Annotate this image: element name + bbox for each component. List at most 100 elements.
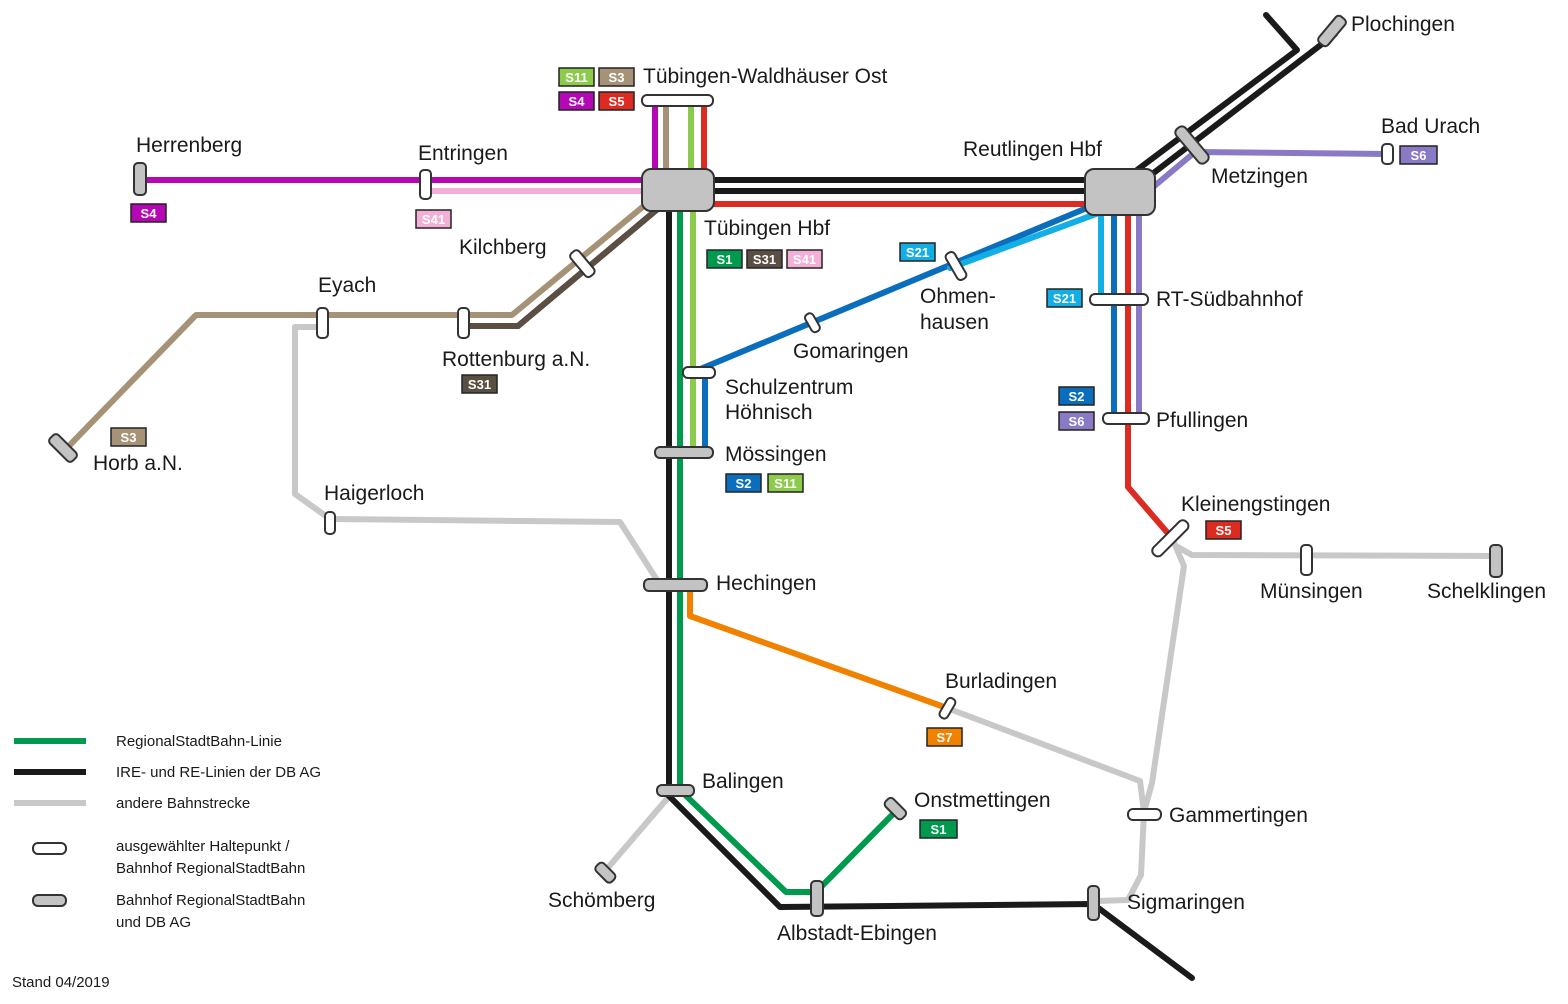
legend-label-station-1: Bahnhof RegionalStadtBahn xyxy=(116,892,305,909)
svg-text:S2: S2 xyxy=(736,476,752,491)
line-kleinengstingen-schelklingen xyxy=(1173,543,1499,559)
station-marker-muensingen[interactable] xyxy=(1300,544,1313,576)
svg-text:S1: S1 xyxy=(931,822,947,837)
badge-s5-waldhaeuser[interactable]: S5 xyxy=(598,91,635,111)
station-marker-sigmaringen[interactable] xyxy=(1087,885,1100,921)
svg-text:S1: S1 xyxy=(717,252,733,267)
svg-text:S4: S4 xyxy=(141,206,158,221)
line-reutlingen-plochingen-db-1 xyxy=(1134,12,1300,173)
station-marker-moessingen[interactable] xyxy=(654,446,714,459)
station-marker-gomaringen[interactable] xyxy=(803,312,822,334)
badge-s7-burladingen[interactable]: S7 xyxy=(926,727,963,747)
badge-s4-waldhaeuser[interactable]: S4 xyxy=(558,91,595,111)
label-onstmettingen: Onstmettingen xyxy=(914,789,1051,812)
line-s5-rt-kleinengstingen xyxy=(1125,207,1175,541)
station-marker-burladingen[interactable] xyxy=(938,696,957,720)
label-rottenburg: Rottenburg a.N. xyxy=(442,348,590,371)
label-reutlingen: Reutlingen Hbf xyxy=(963,138,1102,161)
station-marker-plochingen[interactable] xyxy=(1316,14,1347,48)
line-gammertingen-sigmaringen xyxy=(1094,809,1147,904)
label-schelklingen: Schelklingen xyxy=(1427,580,1546,603)
label-plochingen: Plochingen xyxy=(1351,13,1455,36)
legend-label-stop-2: Bahnhof RegionalStadtBahn xyxy=(116,860,305,877)
line-kleinengstingen-gammertingen xyxy=(1141,535,1187,815)
other-railway-lines xyxy=(292,324,1499,904)
svg-text:S5: S5 xyxy=(609,94,625,109)
label-kilchberg: Kilchberg xyxy=(459,236,547,259)
label-schulzentrum-2: Höhnisch xyxy=(725,401,813,424)
badge-s5-kleinengstingen[interactable]: S5 xyxy=(1205,520,1242,540)
station-marker-balingen[interactable] xyxy=(656,784,695,797)
badge-s3-horb[interactable]: S3 xyxy=(110,427,147,447)
station-marker-eyach[interactable] xyxy=(316,307,329,339)
station-marker-hechingen[interactable] xyxy=(643,578,708,592)
badge-s6-bad-urach[interactable]: S6 xyxy=(1399,145,1438,165)
badge-s6-pfullingen[interactable]: S6 xyxy=(1058,411,1095,431)
badge-s11-moessingen[interactable]: S11 xyxy=(767,473,804,493)
label-balingen: Balingen xyxy=(702,770,784,793)
station-marker-schelklingen[interactable] xyxy=(1489,544,1503,578)
station-marker-rt-suedbahnhof[interactable] xyxy=(1089,293,1149,306)
legend-swatch-stop xyxy=(32,842,67,855)
badge-s1-tuebingen[interactable]: S1 xyxy=(706,249,743,269)
svg-text:S2: S2 xyxy=(1069,389,1085,404)
label-entringen: Entringen xyxy=(418,142,508,165)
label-kleinengstingen: Kleinengstingen xyxy=(1181,493,1330,516)
station-marker-waldhaeuser[interactable] xyxy=(641,94,714,107)
svg-text:S6: S6 xyxy=(1411,148,1427,163)
legend-label-rsb: RegionalStadtBahn-Linie xyxy=(116,733,282,750)
station-labels: Herrenberg Entringen Tübingen-Waldhäuser… xyxy=(93,13,1546,945)
station-marker-albstadt[interactable] xyxy=(810,880,824,917)
badge-s21-rt-suedbahnhof[interactable]: S21 xyxy=(1046,288,1083,308)
station-marker-gammertingen[interactable] xyxy=(1127,808,1162,821)
badge-s21-ohmenhausen[interactable]: S21 xyxy=(899,242,936,262)
line-s7 xyxy=(687,587,950,711)
svg-text:S21: S21 xyxy=(1053,291,1076,306)
label-haigerloch: Haigerloch xyxy=(324,482,424,505)
label-ohmenhausen-1: Ohmen- xyxy=(920,285,996,308)
svg-text:S7: S7 xyxy=(937,730,953,745)
svg-text:S41: S41 xyxy=(793,252,816,267)
badge-s11-waldhaeuser[interactable]: S11 xyxy=(558,67,595,87)
legend-label-station-2: und DB AG xyxy=(116,914,191,931)
station-marker-tuebingen[interactable] xyxy=(641,168,715,212)
line-balingen-schoemberg xyxy=(603,790,675,873)
station-marker-horb[interactable] xyxy=(47,432,78,463)
label-waldhaeuser: Tübingen-Waldhäuser Ost xyxy=(643,65,888,88)
badge-s3-waldhaeuser[interactable]: S3 xyxy=(598,67,635,87)
legend-label-db: IRE- und RE-Linien der DB AG xyxy=(116,764,321,781)
badge-s1-onstmettingen[interactable]: S1 xyxy=(919,819,958,839)
station-marker-entringen[interactable] xyxy=(419,169,432,200)
station-marker-pfullingen[interactable] xyxy=(1102,412,1150,425)
station-marker-schulzentrum[interactable] xyxy=(682,366,716,379)
line-eyach-haigerloch-hechingen xyxy=(292,324,660,583)
station-marker-metzingen[interactable] xyxy=(1173,124,1210,165)
station-marker-haigerloch[interactable] xyxy=(324,511,336,535)
station-marker-schoemberg[interactable] xyxy=(594,861,617,884)
station-marker-herrenberg[interactable] xyxy=(133,162,147,196)
line-burladingen-gammertingen xyxy=(944,705,1147,815)
badge-s31-tuebingen[interactable]: S31 xyxy=(746,249,783,269)
badge-s4-herrenberg[interactable]: S4 xyxy=(130,203,167,223)
line-balingen-sigmaringen-db xyxy=(665,792,1195,981)
svg-text:S21: S21 xyxy=(906,245,929,260)
badge-s2-moessingen[interactable]: S2 xyxy=(725,473,762,493)
badge-s2-pfullingen[interactable]: S2 xyxy=(1058,386,1095,406)
station-marker-rottenburg[interactable] xyxy=(457,307,470,339)
label-ohmenhausen-2: hausen xyxy=(920,311,989,334)
svg-text:S3: S3 xyxy=(121,430,137,445)
station-marker-reutlingen[interactable] xyxy=(1084,168,1156,216)
label-pfullingen: Pfullingen xyxy=(1156,409,1248,432)
station-marker-kilchberg[interactable] xyxy=(569,249,597,279)
station-marker-bad-urach[interactable] xyxy=(1381,143,1394,165)
station-marker-onstmettingen[interactable] xyxy=(883,796,908,821)
badge-s41-tuebingen[interactable]: S41 xyxy=(786,249,823,269)
badge-s41-entringen[interactable]: S41 xyxy=(415,209,452,229)
stand-date: Stand 04/2019 xyxy=(12,974,110,991)
station-marker-kleinengstingen[interactable] xyxy=(1150,518,1190,558)
station-marker-ohmenhausen[interactable] xyxy=(944,250,968,282)
label-gomaringen: Gomaringen xyxy=(793,340,909,363)
line-s31 xyxy=(461,204,663,329)
badge-s31-rottenburg[interactable]: S31 xyxy=(461,374,498,394)
